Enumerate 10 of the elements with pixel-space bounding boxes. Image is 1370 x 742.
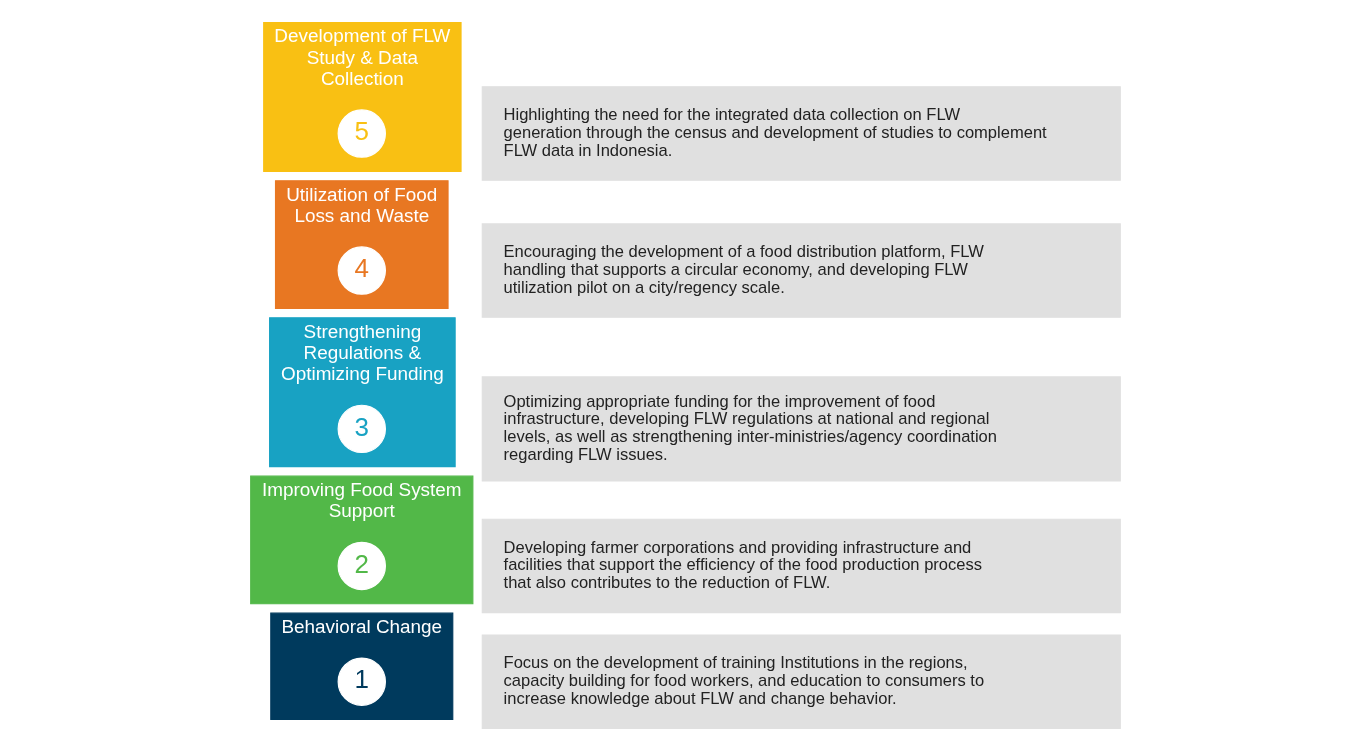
node-box: Developing farmer corporations and providing infrastructure and facilities that support the efficiency of the food production process that also contributes to the reduction of FLW. (481, 518, 1121, 614)
node-circle: 2 (337, 541, 386, 591)
node-circle: 1 (337, 657, 386, 706)
node-box: Optimizing appropriate funding for the improvement of food infrastructure, developing FLW regulations at national and regional levels, as well as strengthening inter-ministries/agency coordination regarding FLW issues. (481, 376, 1121, 482)
node-box: Focus on the development of training Institutions in the regions, capacity building for food workers, and education to consumers to increase knowledge about FLW and change behavior. (481, 634, 1121, 729)
node-circle: 4 (337, 246, 386, 295)
node-box: Encouraging the development of a food distribution platform, FLW handling that supports a circular economy, and developing FLW utilization pilot on a city/regency scale. (481, 223, 1121, 318)
node-circle: 5 (337, 109, 386, 158)
node-circle: 3 (337, 404, 386, 454)
node-box: Highlighting the need for the integrated data collection on FLW generation through the census and development of studies to complement FLW data in Indonesia. (481, 86, 1121, 181)
